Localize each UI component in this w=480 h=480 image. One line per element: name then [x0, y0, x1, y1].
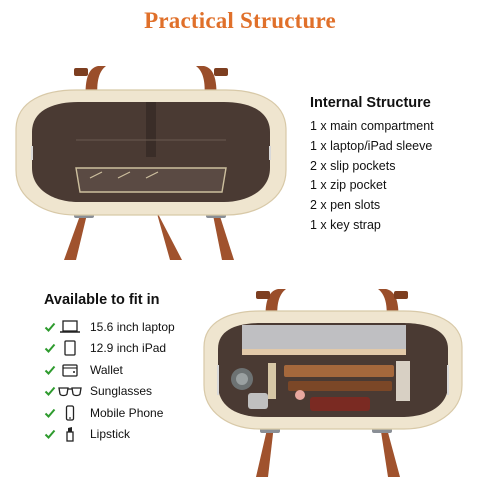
check-icon: [44, 364, 58, 376]
wallet-icon: [58, 363, 82, 377]
fit-item-sunglasses: Sunglasses: [44, 381, 175, 403]
phone-icon: [58, 405, 82, 421]
internal-item: 2 x pen slots: [310, 198, 381, 213]
internal-item: 1 x key strap: [310, 217, 381, 232]
page-title: Practical Structure: [144, 8, 336, 33]
fit-item-lipstick: Lipstick: [44, 424, 175, 446]
fit-item-label: Wallet: [90, 362, 123, 377]
bag-photo-packed: [196, 285, 480, 477]
check-icon: [44, 407, 58, 419]
tablet-icon: [58, 340, 82, 356]
internal-item: 1 x main compartment: [310, 119, 434, 133]
check-icon: [44, 385, 58, 397]
sunglasses-icon: [58, 385, 82, 397]
check-icon: [44, 321, 58, 333]
fit-item-laptop: 15.6 inch laptop: [44, 316, 175, 338]
fit-item-wallet: Wallet: [44, 359, 175, 381]
available-to-fit-list: Available to fit in 15.6 inch laptop 12.…: [44, 292, 175, 445]
internal-item: 1 x laptop/iPad sleeve: [310, 138, 433, 153]
internal-item: 1 x zip pocket: [310, 178, 387, 193]
fit-item-phone: Mobile Phone: [44, 402, 175, 424]
internal-structure-list: Internal Structure 1 x main compartment …: [310, 95, 434, 236]
fit-item-label: 15.6 inch laptop: [90, 319, 175, 334]
check-icon: [44, 428, 58, 440]
fit-item-label: Sunglasses: [90, 384, 153, 399]
check-icon: [44, 342, 58, 354]
laptop-icon: [58, 320, 82, 334]
lipstick-icon: [58, 426, 82, 442]
available-to-fit-heading: Available to fit in: [44, 292, 160, 308]
bag-photo-empty: [6, 60, 296, 270]
internal-structure-heading: Internal Structure: [310, 95, 431, 111]
fit-item-label: Lipstick: [90, 427, 131, 442]
internal-item: 2 x slip pockets: [310, 158, 396, 173]
fit-item-label: 12.9 inch iPad: [90, 341, 167, 356]
fit-item-ipad: 12.9 inch iPad: [44, 338, 175, 360]
fit-item-label: Mobile Phone: [90, 405, 164, 420]
